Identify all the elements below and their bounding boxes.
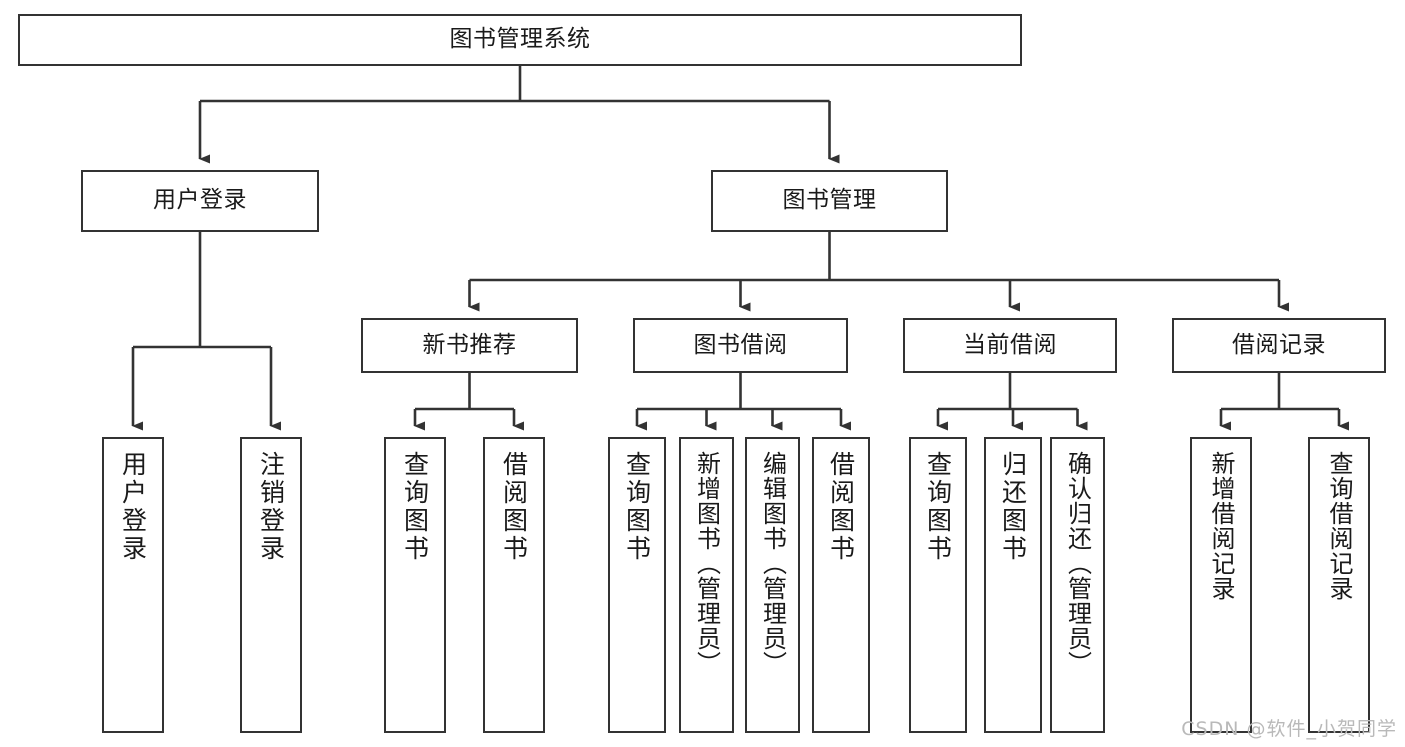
node-b_edit[interactable]: 编辑图书（管理员） [745, 437, 800, 733]
node-label: 归还图书 [998, 451, 1028, 563]
node-n_borrow[interactable]: 借阅图书 [483, 437, 545, 733]
node-b_query[interactable]: 查询图书 [608, 437, 666, 733]
node-label: 编辑图书（管理员） [758, 451, 787, 676]
node-b_lend[interactable]: 借阅图书 [812, 437, 870, 733]
node-login[interactable]: 用户登录 [81, 170, 319, 232]
node-newbook[interactable]: 新书推荐 [361, 318, 578, 373]
csdn-watermark: CSDN @软件_小贺同学 [1181, 718, 1397, 740]
node-r_add[interactable]: 新增借阅记录 [1190, 437, 1252, 733]
node-record[interactable]: 借阅记录 [1172, 318, 1386, 373]
node-label: 查询图书 [400, 451, 430, 563]
node-label: 查询图书 [923, 451, 953, 563]
node-r_query[interactable]: 查询借阅记录 [1308, 437, 1370, 733]
node-l_login[interactable]: 用户登录 [102, 437, 164, 733]
node-c_query[interactable]: 查询图书 [909, 437, 967, 733]
node-label: 用户登录 [118, 451, 148, 563]
node-b_add[interactable]: 新增图书（管理员） [679, 437, 734, 733]
node-label: 图书借阅 [693, 331, 788, 358]
node-label: 确认归还（管理员） [1063, 451, 1092, 676]
node-c_confirm[interactable]: 确认归还（管理员） [1050, 437, 1105, 733]
node-current[interactable]: 当前借阅 [903, 318, 1117, 373]
node-label: 借阅图书 [499, 451, 529, 563]
node-label: 查询借阅记录 [1325, 451, 1353, 601]
node-bookmgmt[interactable]: 图书管理 [711, 170, 948, 232]
node-label: 新书推荐 [422, 331, 517, 358]
node-c_return[interactable]: 归还图书 [984, 437, 1042, 733]
node-label: 注销登录 [256, 451, 286, 563]
node-n_query[interactable]: 查询图书 [384, 437, 446, 733]
node-label: 查询图书 [622, 451, 652, 563]
node-label: 借阅记录 [1232, 331, 1326, 358]
node-label: 新增图书（管理员） [692, 451, 721, 676]
node-label: 用户登录 [153, 187, 247, 214]
node-label: 借阅图书 [826, 451, 856, 563]
node-label: 图书管理 [782, 187, 877, 214]
node-label: 当前借阅 [963, 331, 1057, 358]
node-root[interactable]: 图书管理系统 [18, 14, 1022, 66]
node-label: 新增借阅记录 [1207, 451, 1235, 601]
node-borrow[interactable]: 图书借阅 [633, 318, 848, 373]
node-l_logout[interactable]: 注销登录 [240, 437, 302, 733]
node-label: 图书管理系统 [449, 26, 591, 53]
